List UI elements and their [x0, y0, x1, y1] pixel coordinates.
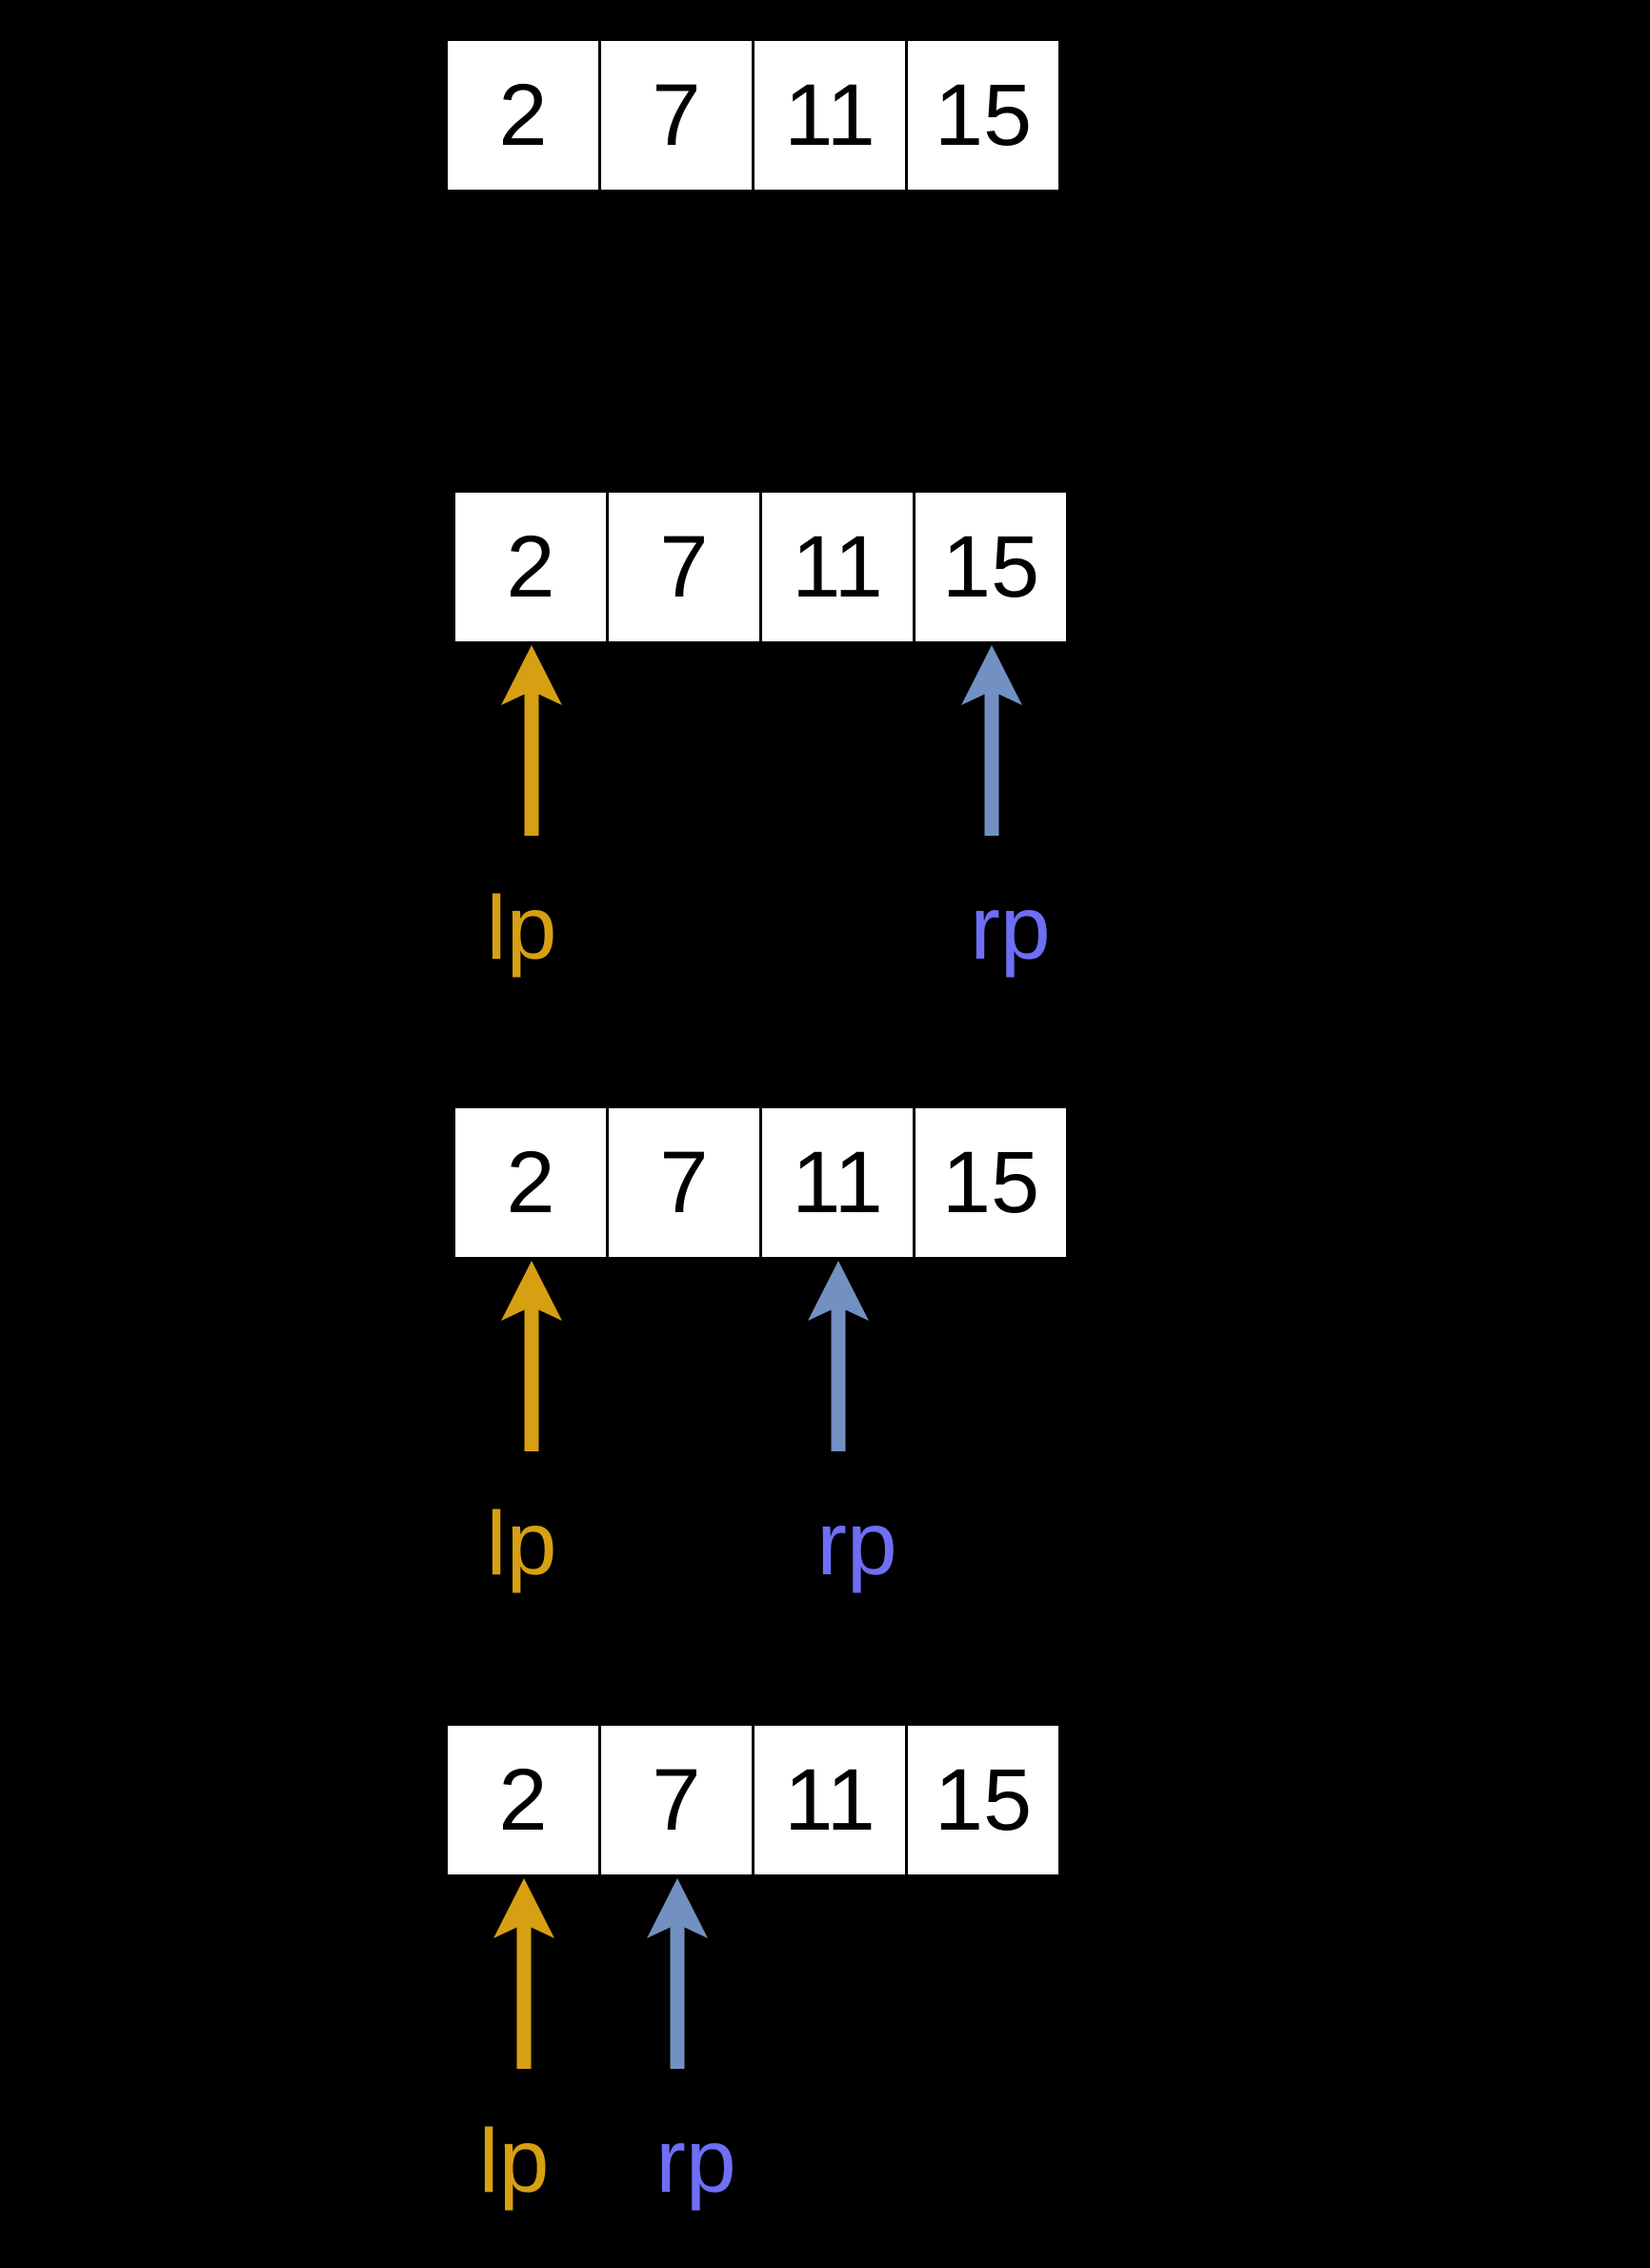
array-cell: 2: [448, 1726, 598, 1874]
cell-value: 2: [498, 1752, 548, 1849]
array-cell: 11: [755, 41, 905, 190]
cell-value: 15: [941, 518, 1040, 616]
lp-label: lp: [486, 878, 557, 979]
array-cell: 2: [455, 1108, 606, 1257]
array-cell: 11: [762, 493, 913, 641]
lp-arrow-icon: [500, 1261, 562, 1451]
array-cell: 2: [448, 41, 598, 190]
array-cell: 11: [762, 1108, 913, 1257]
cell-value: 15: [934, 67, 1033, 164]
rp-arrow-icon: [646, 1878, 708, 2069]
cell-value: 2: [506, 1134, 555, 1231]
array-cell: 15: [916, 1108, 1066, 1257]
cell-value: 7: [659, 1134, 709, 1231]
array-cell: 7: [609, 493, 759, 641]
array-cell: 7: [601, 1726, 752, 1874]
array-step-4: 2 7 11 15 lp rp: [448, 1726, 1058, 2207]
array-cell: 15: [908, 1726, 1058, 1874]
cell-value: 11: [784, 67, 875, 164]
array-row: 2 7 11 15: [455, 1108, 1066, 1257]
lp-arrow-icon: [500, 645, 562, 836]
rp-arrow-icon: [960, 645, 1022, 836]
lp-arrow-icon: [493, 1878, 554, 2069]
rp-arrow-icon: [807, 1261, 869, 1451]
array-cell: 15: [916, 493, 1066, 641]
array-cell: 7: [601, 41, 752, 190]
array-cell: 11: [755, 1726, 905, 1874]
lp-label: lp: [486, 1493, 557, 1594]
array-cell: 15: [908, 41, 1058, 190]
array-step-3: 2 7 11 15 lp rp: [455, 1108, 1066, 1590]
rp-label: rp: [655, 2111, 736, 2212]
cell-value: 15: [934, 1752, 1033, 1849]
cell-value: 2: [506, 518, 555, 616]
array-row: 2 7 11 15: [448, 1726, 1058, 1874]
cell-value: 11: [784, 1752, 875, 1849]
rp-label: rp: [816, 1493, 897, 1594]
cell-value: 2: [498, 67, 548, 164]
cell-value: 7: [652, 1752, 701, 1849]
array-step-2: 2 7 11 15 lp rp: [455, 493, 1066, 974]
array-step-1: 2 7 11 15: [448, 41, 1058, 190]
rp-label: rp: [970, 878, 1051, 979]
cell-value: 11: [792, 518, 883, 616]
array-cell: 7: [609, 1108, 759, 1257]
cell-value: 15: [941, 1134, 1040, 1231]
cell-value: 11: [792, 1134, 883, 1231]
array-row: 2 7 11 15: [455, 493, 1066, 641]
array-row: 2 7 11 15: [448, 41, 1058, 190]
lp-label: lp: [478, 2111, 550, 2212]
cell-value: 7: [652, 67, 701, 164]
cell-value: 7: [659, 518, 709, 616]
array-cell: 2: [455, 493, 606, 641]
